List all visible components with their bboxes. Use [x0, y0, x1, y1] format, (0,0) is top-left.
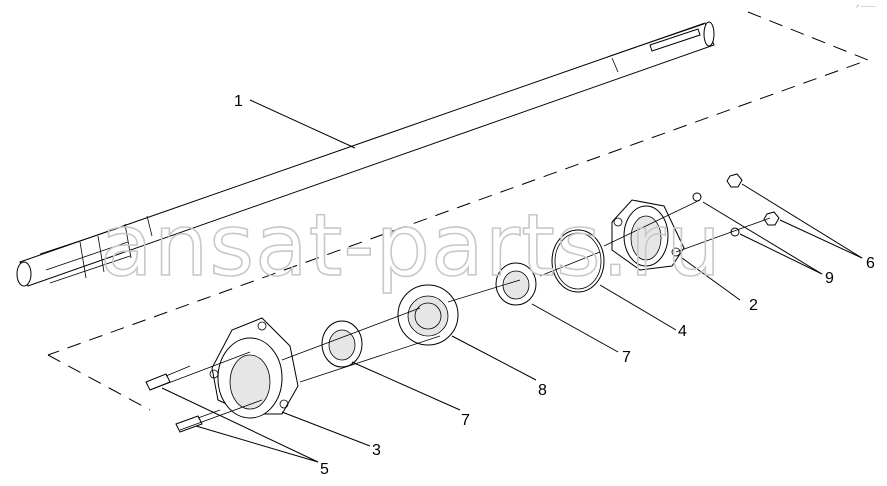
seal-ring-lower — [321, 320, 363, 368]
leader-lines — [161, 99, 863, 463]
assembly-axis-lines — [149, 199, 771, 431]
callout-3: 3 — [372, 442, 381, 459]
watermark: ansat-parts.ru — [100, 196, 722, 296]
callout-4: 4 — [678, 323, 687, 340]
retaining-ring — [551, 229, 605, 293]
nuts — [726, 173, 780, 226]
callout-9: 9 — [825, 270, 834, 287]
inner-bearing-flange — [209, 317, 299, 419]
flange-bolts — [145, 365, 221, 433]
callout-5: 5 — [320, 461, 329, 478]
bearing — [397, 284, 459, 346]
corner-mark: ↗ ——— — [855, 4, 876, 10]
callout-7-lower: 7 — [461, 412, 470, 429]
assembly-dashed-outline — [47, 11, 870, 411]
seal-ring-upper — [495, 262, 537, 306]
shaft — [16, 21, 715, 287]
callout-1: 1 — [234, 93, 243, 110]
callout-8: 8 — [538, 382, 547, 399]
callout-6: 6 — [866, 255, 875, 272]
callout-2: 2 — [749, 297, 758, 314]
callout-7-upper: 7 — [622, 349, 631, 366]
